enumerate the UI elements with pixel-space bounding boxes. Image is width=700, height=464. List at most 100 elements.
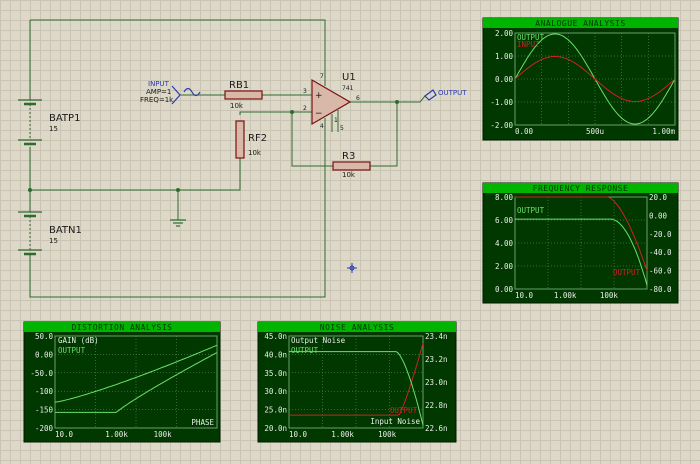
- distortion-xtick: 10.0: [55, 430, 74, 439]
- distortion-ytick: -200: [35, 424, 54, 433]
- frequency-ytick: 6.00: [495, 216, 514, 225]
- panel-noise-titlebar[interactable]: [258, 322, 456, 332]
- distortion-ytick: -100: [35, 387, 54, 396]
- frequency-xtick: 1.00k: [554, 291, 577, 300]
- u1-pin-2: 2: [303, 105, 307, 112]
- frequency-ytick-right: 0.00: [649, 211, 668, 220]
- frequency-ytick-right: -80.0: [649, 285, 672, 294]
- u1-pin-7: 7: [320, 73, 324, 80]
- u1-pin-4: 4: [320, 123, 324, 130]
- noise-xtick: 10.0: [289, 430, 308, 439]
- svg-text:+: +: [315, 91, 323, 101]
- frequency-ytick: 8.00: [495, 193, 514, 202]
- batn1-name: BATN1: [49, 225, 82, 236]
- frequency-ytick-right: -20.0: [649, 230, 672, 239]
- opamp-u1[interactable]: + −: [311, 70, 352, 132]
- distortion-trace-1: [54, 344, 218, 403]
- analogue-input-trace: [514, 56, 676, 102]
- battery-batn1[interactable]: [18, 211, 42, 256]
- panel-frequency-titlebar[interactable]: [483, 183, 678, 193]
- rb1-value: 10k: [230, 102, 244, 110]
- ground-symbol[interactable]: [170, 219, 186, 227]
- frequency-ytick-right: 20.0: [649, 193, 668, 202]
- resistor-r3[interactable]: [332, 161, 371, 171]
- battery-batp1[interactable]: [18, 99, 42, 146]
- analogue-xtick: 500u: [586, 127, 604, 136]
- frequency-legend-output-right: OUTPUT: [613, 268, 641, 277]
- resistor-rf2[interactable]: [235, 120, 245, 159]
- frequency-ytick: 0.00: [495, 285, 514, 294]
- panel-noise[interactable]: NOISE ANALYSIS 45.0n 40.0n 35.0n 30.0n 25.0n 2…: [257, 321, 457, 443]
- distortion-ytick: -150: [35, 406, 54, 415]
- frequency-xtick: 100k: [600, 291, 619, 300]
- input-generator[interactable]: [171, 85, 201, 105]
- noise-ytick: 25.0n: [264, 406, 287, 415]
- noise-ytick: 20.0n: [264, 424, 287, 433]
- analogue-xtick: 1.00m: [652, 127, 675, 136]
- analogue-ytick: 1.00: [495, 52, 514, 61]
- distortion-ytick: 50.0: [35, 332, 54, 341]
- u1-name: U1: [342, 72, 356, 83]
- frequency-ytick-right: -40.0: [649, 248, 672, 257]
- panel-frequency[interactable]: FREQUENCY RESPONSE8.006.004.002.000.0020…: [482, 182, 679, 304]
- distortion-xtick: 100k: [154, 430, 173, 439]
- noise-ytick-right: 22.6n: [425, 424, 448, 433]
- rf2-value: 10k: [248, 149, 262, 157]
- rb1-name: RB1: [229, 80, 249, 91]
- frequency-ytick-right: -60.0: [649, 267, 672, 276]
- input-gen-freq: FREQ=1k: [140, 96, 174, 104]
- noise-xtick: 1.00k: [331, 430, 354, 439]
- analogue-ytick: 2.00: [495, 29, 514, 38]
- input-gen-name: INPUT: [148, 80, 170, 88]
- u1-pin-3: 3: [303, 88, 307, 95]
- r3-name: R3: [342, 151, 355, 162]
- u1-pin-5: 5: [340, 125, 344, 132]
- panel-distortion-titlebar[interactable]: [24, 322, 220, 332]
- noise-ytick: 40.0n: [264, 350, 287, 359]
- distortion-legend-output: OUTPUT: [58, 346, 86, 355]
- batn1-value: 15: [49, 237, 58, 245]
- noise-legend-output: OUTPUT: [291, 346, 319, 355]
- panel-analogue[interactable]: ANALOGUE ANALYSIS2.001.000.00-1.00-2.000…: [482, 17, 679, 141]
- noise-ytick-right: 23.2n: [425, 355, 448, 364]
- panel-noise-title: NOISE ANALYSIS: [320, 323, 394, 332]
- r3-value: 10k: [342, 171, 356, 179]
- analogue-ytick: -1.00: [490, 98, 513, 107]
- distortion-trace-title: GAIN (dB): [58, 336, 99, 345]
- noise-ytick-right: 23.4n: [425, 332, 448, 341]
- distortion-ytick: -50.0: [30, 369, 53, 378]
- distortion-xtick: 1.00k: [105, 430, 128, 439]
- panel-distortion[interactable]: DISTORTION ANALYSIS50.00.00-50.0-100-150…: [23, 321, 221, 443]
- analogue-legend-output: OUTPUT: [517, 33, 545, 42]
- u1-pin-1: 1: [334, 117, 338, 124]
- u1-part: 741: [342, 85, 354, 92]
- noise-output-trace: [289, 351, 424, 426]
- noise-legend-output-right: OUTPUT: [390, 406, 418, 415]
- noise-ytick-right: 22.8n: [425, 401, 448, 410]
- frequency-legend-output: OUTPUT: [517, 206, 545, 215]
- analogue-ytick: 0.00: [495, 75, 514, 84]
- noise-trace-title: Output Noise: [291, 336, 346, 345]
- frequency-ytick: 4.00: [495, 239, 514, 248]
- analogue-xtick: 0.00: [515, 127, 534, 136]
- analogue-ytick: -2.00: [490, 121, 513, 130]
- distortion-corner-label: PHASE: [191, 418, 214, 427]
- noise-ytick-right: 23.0n: [425, 378, 448, 387]
- resistor-rb1[interactable]: [224, 90, 263, 100]
- frequency-gain-trace: [515, 218, 648, 286]
- junctions: [28, 100, 399, 192]
- input-gen-amp: AMP=1: [146, 88, 171, 96]
- panel-analogue-titlebar[interactable]: [483, 18, 678, 28]
- noise-ytick: 45.0n: [264, 332, 287, 341]
- output-probe-name: OUTPUT: [438, 89, 467, 97]
- noise-ytick: 35.0n: [264, 369, 287, 378]
- analogue-legend-input: INPUT: [517, 40, 540, 49]
- noise-ytick: 30.0n: [264, 387, 287, 396]
- frequency-phase-trace: [515, 196, 648, 271]
- u1-pin-6: 6: [356, 95, 360, 102]
- distortion-ytick: 0.00: [35, 350, 54, 359]
- crosshair-marker: [347, 263, 357, 273]
- output-probe[interactable]: [424, 89, 437, 101]
